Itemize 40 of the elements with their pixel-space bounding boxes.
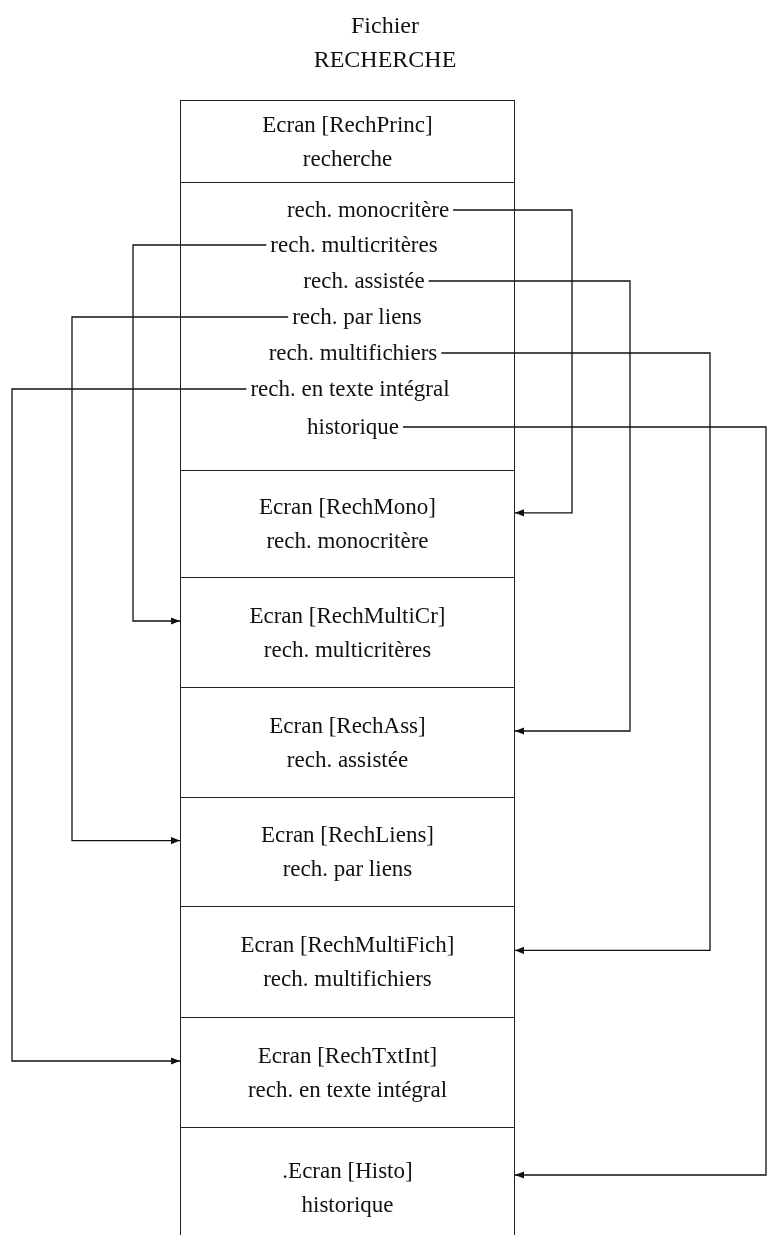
screen-cell (180, 470, 515, 577)
screen-cell (180, 1017, 515, 1127)
menu-item: rech. assistée (303, 266, 425, 296)
menu-item: rech. multicritères (270, 230, 438, 260)
screen-name: .Ecran [Histo] (282, 1156, 413, 1185)
connector-arrow (11, 388, 248, 1065)
file-title: Fichier RECHERCHE (312, 11, 458, 74)
menu-item: rech. par liens (292, 302, 422, 332)
connector-arrow (440, 352, 711, 954)
screen-name: Ecran [RechLiens] (260, 821, 435, 849)
screen-cell (180, 100, 515, 182)
connector-arrow (132, 244, 267, 625)
menu-item: rech. monocritère (286, 195, 450, 225)
screen-name: Ecran [RechMono] (259, 493, 436, 521)
screen-title: rech. par liens (282, 855, 413, 883)
connector-arrow (71, 316, 289, 845)
screen-name: Ecran [RechPrinc] (262, 110, 433, 139)
screen-name: Ecran [RechAss] (269, 711, 426, 740)
screen-title: rech. assistée (286, 745, 409, 774)
screen-name: Ecran [RechTxtInt] (257, 1041, 438, 1070)
screen-name: Ecran [RechMultiCr] (249, 601, 446, 630)
menu-item: historique (307, 412, 399, 442)
screen-cell (180, 1127, 515, 1235)
screen-title: rech. monocritère (266, 527, 429, 555)
screen-title: rech. en texte intégral (247, 1075, 448, 1104)
connector-arrow (428, 280, 631, 735)
screen-name: Ecran [RechMultiFich] (240, 931, 455, 959)
menu-item: rech. en texte intégral (250, 374, 450, 404)
screen-title: historique (301, 1190, 394, 1219)
menu-cell (180, 182, 515, 470)
screen-title: rech. multifichiers (263, 965, 432, 993)
menu-item: rech. multifichiers (268, 338, 438, 368)
connector-arrow (402, 426, 767, 1179)
screen-title: rech. multicritères (263, 635, 432, 664)
connector-arrow (452, 209, 573, 517)
screen-cell (180, 687, 515, 797)
screen-cell (180, 577, 515, 687)
screen-title: recherche (302, 144, 393, 173)
screen-cell (180, 906, 515, 1017)
screen-cell (180, 797, 515, 906)
